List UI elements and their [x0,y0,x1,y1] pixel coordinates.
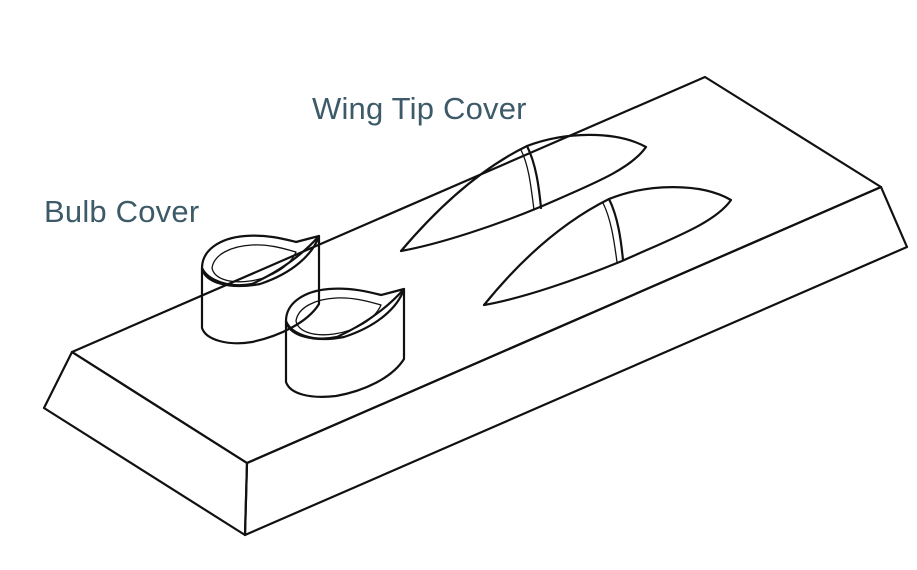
mold-side-face [243,185,909,537]
wing-tip-outline [482,186,733,307]
bulb-inner-rim [211,244,297,283]
bulb-cover-1 [200,234,321,345]
wing-tip-cover-2 [482,186,733,307]
mold-top-face [70,75,883,465]
bulb-cover-label: Bulb Cover [44,194,200,229]
wing-tip-cover-1 [399,133,648,253]
wing-tip-seam [607,197,625,262]
mold-base [42,75,909,537]
wing-tip-seam [520,149,535,211]
bulb-inner-rim [295,297,382,336]
wing-tip-outline [399,133,648,253]
wing-tip-cover-label: Wing Tip Cover [312,91,527,126]
wing-tip-seam [525,144,543,210]
bulb-body [284,287,406,398]
mold-front-face [42,350,249,537]
wing-tip-seam [602,202,618,263]
bulb-tip-edge [295,235,320,243]
bulb-cover-2 [284,287,406,398]
bulb-tip-edge [380,288,405,296]
bulb-body [200,234,321,345]
